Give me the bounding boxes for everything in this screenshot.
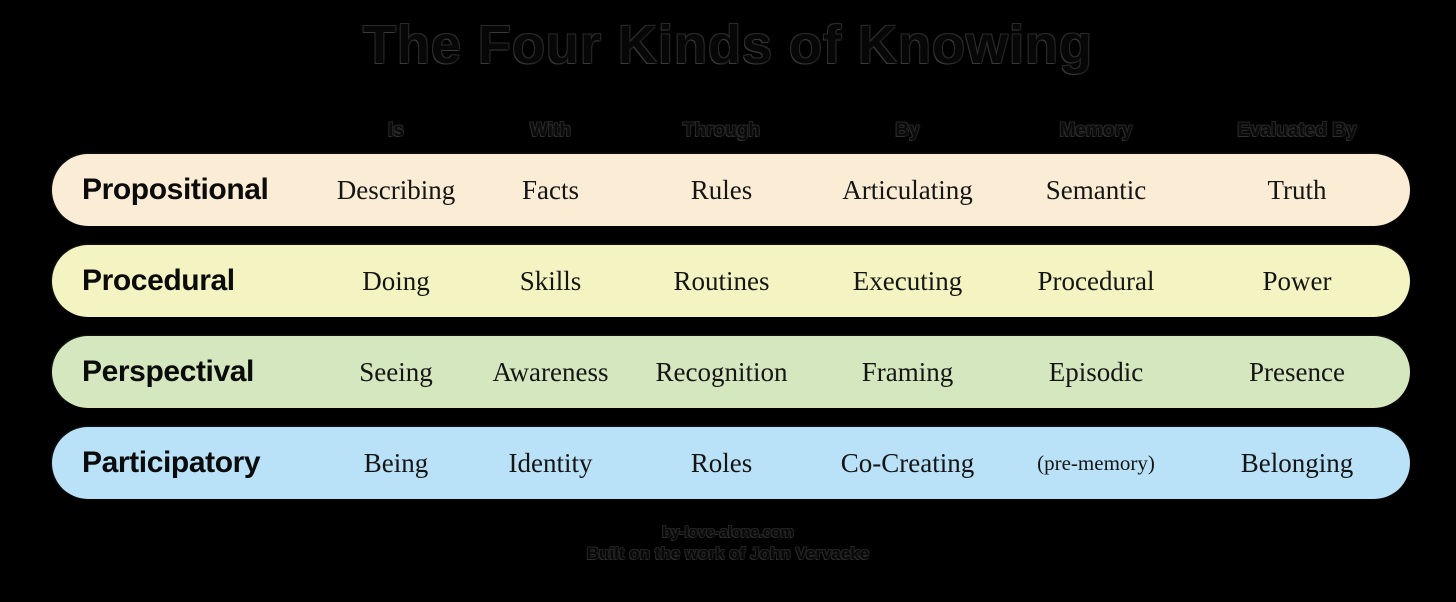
cell-propositional-is: Describing xyxy=(336,174,456,205)
table-row: Participatory Being Identity Roles Co-Cr… xyxy=(52,427,1410,499)
footer: by-love-alone.com Built on the work of J… xyxy=(0,524,1456,564)
cell-perspectival-is: Seeing xyxy=(359,356,433,387)
cell-participatory-is: Being xyxy=(363,447,429,478)
cell-perspectival-evaluated-by: Presence xyxy=(1249,356,1345,387)
column-header-memory: Memory xyxy=(1059,120,1133,141)
cell-procedural-is: Doing xyxy=(362,265,430,296)
cell-participatory-by: Co-Creating xyxy=(840,447,975,478)
table-row: Perspectival Seeing Awareness Recognitio… xyxy=(52,336,1410,408)
table-row: Propositional Describing Facts Rules Art… xyxy=(52,154,1410,226)
row-label-propositional: Propositional xyxy=(82,173,269,206)
cell-participatory-through: Roles xyxy=(690,447,753,478)
cell-participatory-evaluated-by: Belonging xyxy=(1240,447,1354,478)
cell-propositional-with: Facts xyxy=(522,174,579,205)
column-header-is: Is xyxy=(388,120,404,141)
cell-procedural-memory: Procedural xyxy=(1037,265,1155,296)
cell-perspectival-with: Awareness xyxy=(492,356,609,387)
cell-perspectival-through: Recognition xyxy=(655,356,788,387)
header-rowlabel-spacer xyxy=(52,108,320,154)
cell-perspectival-memory: Episodic xyxy=(1048,356,1144,387)
table-header-row: Is With Through By Memory Evaluated By xyxy=(52,108,1410,154)
cell-propositional-memory: Semantic xyxy=(1045,174,1147,205)
cell-participatory-with: Identity xyxy=(508,447,593,478)
cell-procedural-by: Executing xyxy=(852,265,963,296)
column-header-by: By xyxy=(895,120,920,141)
footer-attribution: Built on the work of John Vervaeke xyxy=(586,543,870,563)
knowing-table: Is With Through By Memory Evaluated By P… xyxy=(52,108,1410,518)
cell-procedural-with: Skills xyxy=(519,265,582,296)
cell-propositional-evaluated-by: Truth xyxy=(1267,174,1327,205)
row-label-procedural: Procedural xyxy=(82,264,235,297)
cell-perspectival-by: Framing xyxy=(861,356,954,387)
column-header-through: Through xyxy=(682,120,761,141)
row-label-participatory: Participatory xyxy=(82,446,261,479)
table-row: Procedural Doing Skills Routines Executi… xyxy=(52,245,1410,317)
row-label-perspectival: Perspectival xyxy=(82,355,254,388)
cell-procedural-evaluated-by: Power xyxy=(1262,265,1332,296)
cell-participatory-memory: (pre-memory) xyxy=(1037,450,1155,475)
cell-procedural-through: Routines xyxy=(673,265,770,296)
cell-propositional-through: Rules xyxy=(690,174,753,205)
column-header-evaluated-by: Evaluated By xyxy=(1237,120,1357,141)
column-header-with: With xyxy=(530,120,571,141)
page-title: The Four Kinds of Knowing xyxy=(363,15,1093,75)
cell-propositional-by: Articulating xyxy=(842,174,973,205)
footer-site-url: by-love-alone.com xyxy=(662,524,794,541)
